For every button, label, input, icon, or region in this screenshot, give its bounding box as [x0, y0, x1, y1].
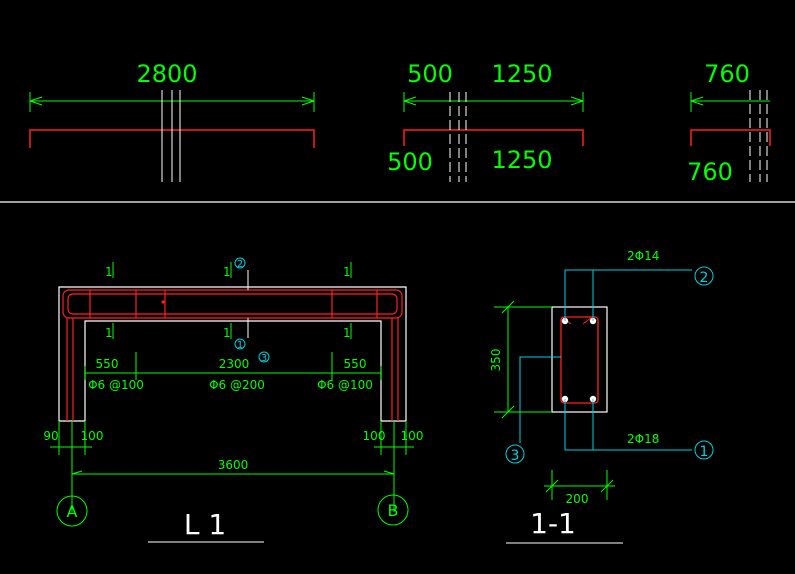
strip-middle-top-left-label: 500	[407, 60, 453, 88]
section-mark: 1	[105, 265, 113, 279]
bottom-bars-note: 2Φ18	[627, 432, 659, 446]
callout-label-top: 2	[700, 270, 709, 286]
top-strip-left: 2800	[29, 60, 315, 182]
total-span-label: 3600	[218, 458, 249, 472]
section-height-label: 350	[489, 349, 503, 372]
support-dimensions: 90 100 100 100	[43, 421, 423, 512]
span-dim-right: 550	[344, 357, 367, 371]
stirrup-note-left: Φ6 @100	[88, 378, 144, 392]
axis-label-a: A	[67, 502, 78, 521]
elevation-bar-markers: 2 1 3	[234, 257, 270, 364]
bar-label-top: 2	[237, 259, 243, 270]
top-strip-right: 760 760	[687, 60, 771, 186]
span-dimension: 550 2300 550 Φ6 @100 Φ6 @200 Φ6 @100	[84, 352, 382, 392]
axis-bubble-b	[377, 494, 409, 526]
section-mark: 1	[223, 326, 231, 340]
strip-left-top-label: 2800	[136, 60, 197, 88]
section-mark: 1	[343, 326, 351, 340]
span-dim-middle: 2300	[219, 357, 250, 371]
section-mark: 1	[223, 265, 231, 279]
support-dim-b-right: 100	[401, 429, 424, 443]
stirrup-note-middle: Φ6 @200	[209, 378, 265, 392]
bar-label-bottom: 1	[237, 340, 243, 351]
total-span-dimension: 3600	[71, 458, 395, 475]
axis-label-b: B	[388, 501, 399, 520]
beam-elevation: 1 1 1 1 1 1 2 1 3	[43, 257, 423, 543]
beam-rebar	[62, 289, 403, 421]
strip-middle-bottom-right-label: 1250	[491, 146, 552, 174]
support-dim-a-right: 100	[81, 429, 104, 443]
section-mark: 1	[105, 326, 113, 340]
section-width-label: 200	[566, 492, 589, 506]
section-width-dimension: 200	[544, 470, 615, 506]
leader-top-bars: 2Φ14 2	[564, 249, 714, 321]
callout-circle-bottom	[694, 440, 714, 460]
strip-middle-top-right-label: 1250	[491, 60, 552, 88]
support-dim-a-left: 90	[43, 429, 58, 443]
beam-outline	[58, 286, 407, 422]
callout-circle-stirrup	[505, 444, 525, 464]
bar-label-stirrup: 3	[261, 353, 267, 364]
leader-stirrup: 3	[505, 356, 561, 464]
strip-middle-bottom-left-label: 500	[387, 148, 433, 176]
beam-cross-section: 2Φ14 2 2Φ18 1 3 350	[489, 249, 714, 544]
axis-bubble-a	[56, 495, 88, 527]
stirrup-note-right: Φ6 @100	[317, 378, 373, 392]
callout-label-bottom: 1	[700, 444, 709, 460]
top-strip-middle: 500 1250 500 1250	[387, 60, 584, 182]
section-title: 1-1	[530, 507, 576, 540]
span-dim-left: 550	[96, 357, 119, 371]
section-cut-marks: 1 1 1 1 1 1	[105, 262, 352, 340]
top-bars-note: 2Φ14	[627, 249, 659, 263]
section-height-dimension: 350	[489, 300, 552, 419]
section-outline	[551, 306, 608, 413]
axis-bubbles: A B	[56, 494, 409, 527]
section-mark: 1	[343, 265, 351, 279]
elevation-title: L 1	[184, 508, 226, 541]
leader-bottom-bars: 2Φ18 1	[564, 399, 714, 460]
callout-circle-top	[694, 266, 714, 286]
support-dim-b-left: 100	[363, 429, 386, 443]
callout-label-stirrup: 3	[511, 448, 520, 464]
section-stirrup	[560, 316, 599, 404]
strip-right-bottom-label: 760	[687, 158, 733, 186]
strip-right-top-label: 760	[704, 60, 750, 88]
